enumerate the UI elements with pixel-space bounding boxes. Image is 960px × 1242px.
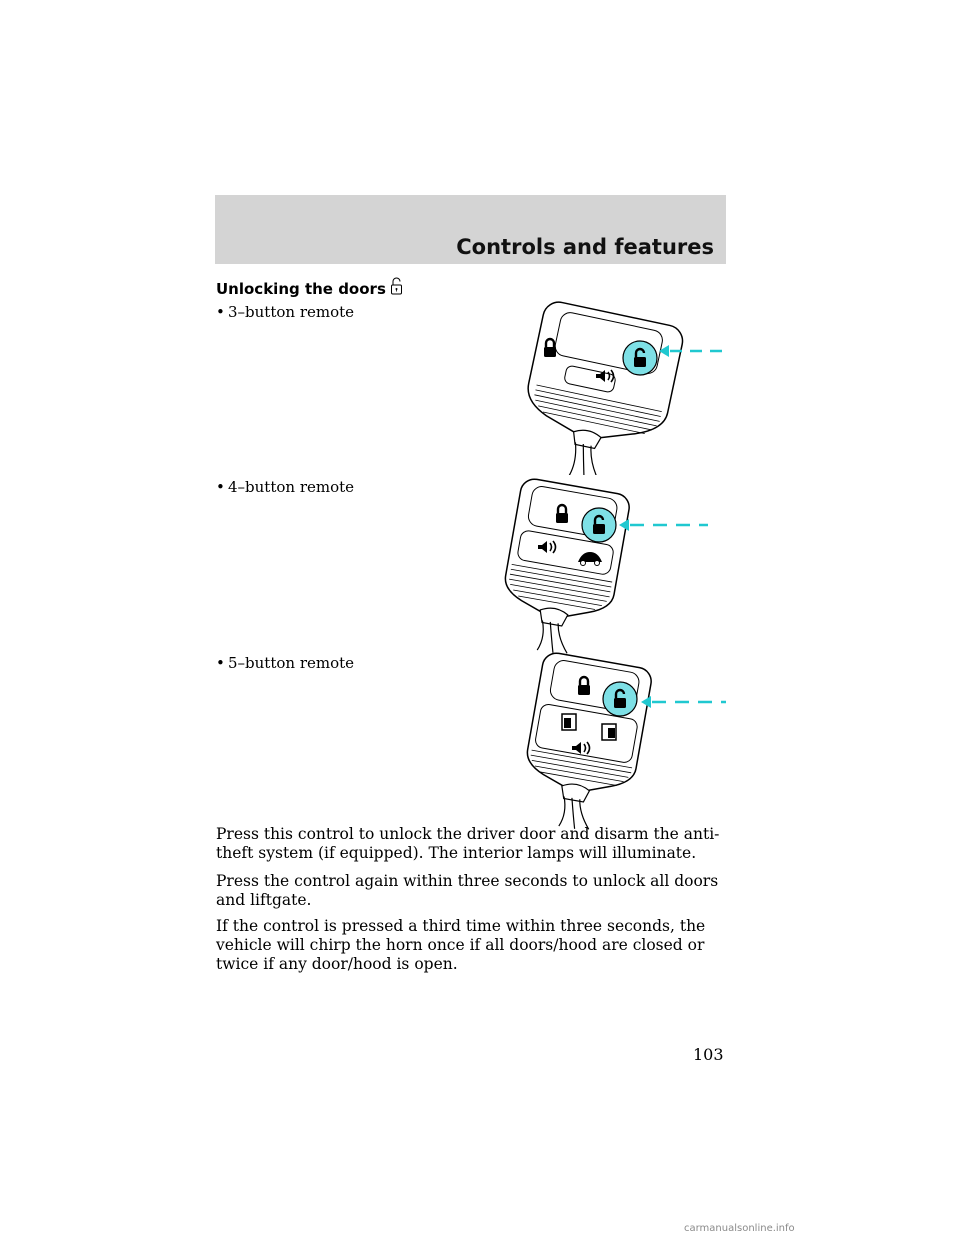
section-heading-text: Unlocking the doors: [216, 280, 386, 298]
liftgate-button[interactable]: [572, 546, 608, 574]
watermark: carmanualsonline.info: [684, 1223, 795, 1234]
paragraph-unlock-all-doors: Press the control again within three sec…: [216, 872, 719, 909]
panic-button[interactable]: [562, 736, 602, 764]
callout-arrow: [618, 517, 710, 537]
unlock-button-highlighted[interactable]: [577, 503, 621, 551]
panic-button[interactable]: [528, 535, 568, 563]
page-section-title: Controls and features: [456, 235, 714, 259]
sliding-door-left-button[interactable]: [556, 710, 584, 738]
page-number: 103: [693, 1045, 724, 1064]
bullet-dot: •: [216, 303, 225, 321]
unlock-button-highlighted[interactable]: [618, 336, 662, 384]
callout-arrow: [640, 694, 728, 714]
header-band: Controls and features: [215, 195, 726, 264]
remote-label: 4–button remote: [228, 478, 355, 496]
sliding-door-right-button[interactable]: [596, 720, 624, 748]
three-button-remote-image: [520, 300, 730, 481]
bullet-dot: •: [216, 478, 225, 496]
list-item: •4–button remote: [216, 478, 354, 496]
unlocked-padlock-icon: [389, 276, 405, 300]
lock-button[interactable]: [530, 328, 570, 372]
lock-button[interactable]: [542, 494, 582, 538]
unlock-button-highlighted[interactable]: [598, 677, 642, 725]
bullet-dot: •: [216, 654, 225, 672]
callout-arrow: [658, 343, 728, 363]
list-item: •5–button remote: [216, 654, 354, 672]
section-heading: Unlocking the doors: [216, 277, 405, 300]
remote-label: 3–button remote: [228, 303, 355, 321]
panic-button[interactable]: [586, 364, 626, 392]
paragraph-unlock-driver-door: Press this control to unlock the driver …: [216, 825, 720, 862]
list-item: •3–button remote: [216, 303, 354, 321]
paragraph-horn-chirp: If the control is pressed a third time w…: [216, 917, 706, 973]
remote-label: 5–button remote: [228, 654, 355, 672]
